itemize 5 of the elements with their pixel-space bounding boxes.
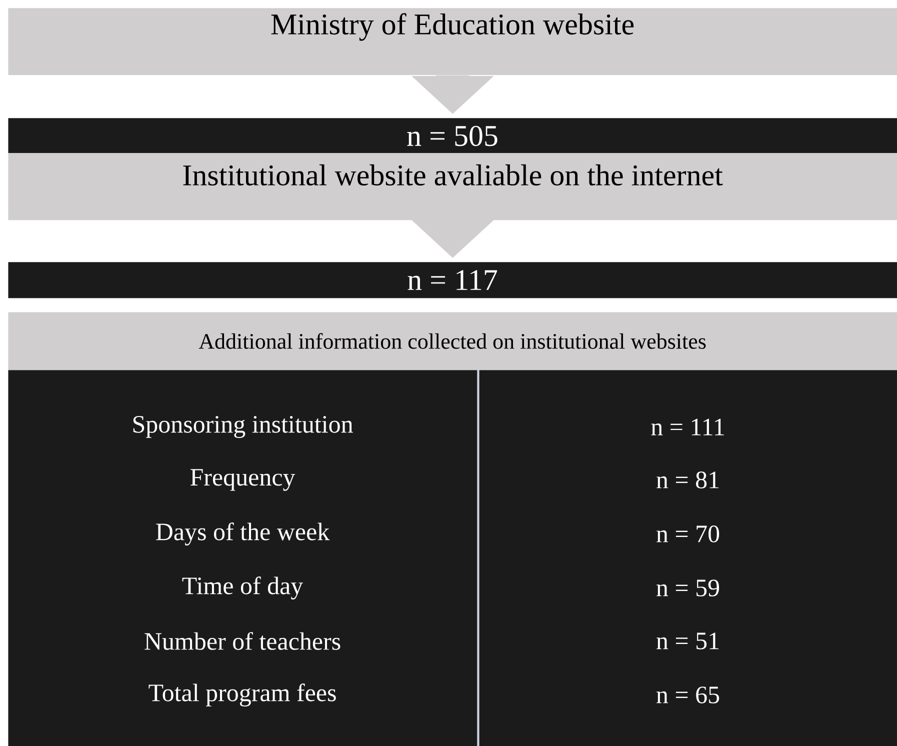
list-panel: Sponsoring institution Frequency Days of the week Time of day Number of teachers Total program fees bbox=[8, 370, 478, 746]
count-bar: n = 117 bbox=[8, 262, 897, 298]
list-panel: n = 111 n = 81 n = 70 n = 59 n = 51 n = 65 bbox=[479, 370, 897, 746]
header-box: Additional information collected on institutional websites bbox=[8, 312, 897, 370]
count-bar: n = 505 bbox=[8, 118, 897, 154]
